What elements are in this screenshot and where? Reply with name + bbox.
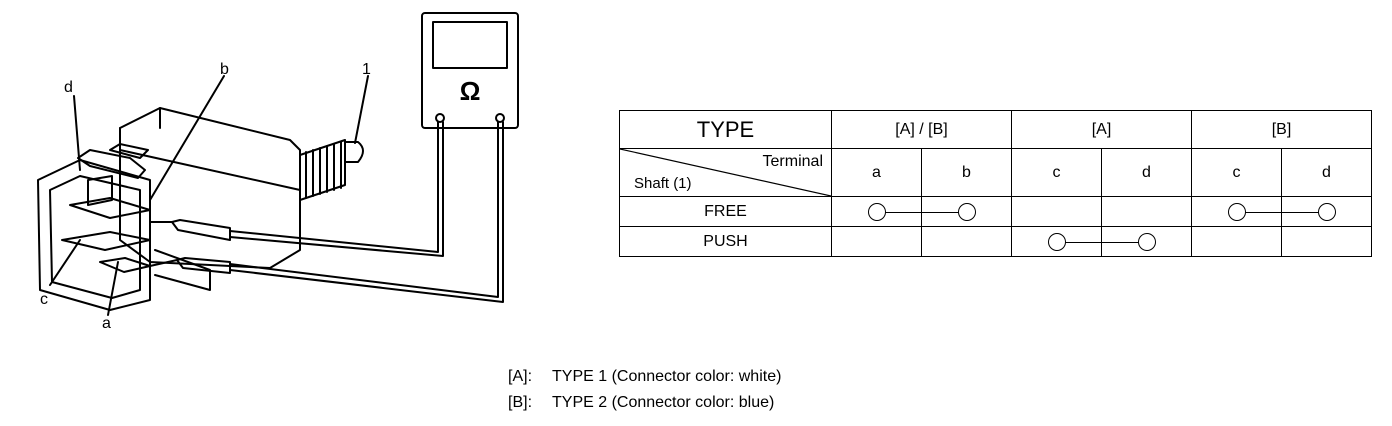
ohmmeter-body [421,12,519,129]
leader-d [73,95,81,171]
ohmmeter-display [432,21,508,69]
switch-housing [37,107,301,311]
legend-key-b: [B]: [508,394,533,411]
continuity-line [877,211,967,213]
group-header-ab: [A] / [B] [831,110,1012,149]
legend-item-a: [A]: TYPE 1 (Connector color: white) [508,364,781,390]
group-header-b: [B] [1191,110,1372,149]
cell [1101,196,1192,227]
continuity-line [1057,241,1147,243]
type-header: TYPE [619,110,832,149]
group-header-a: [A] [1011,110,1192,149]
label-b: b [220,61,229,78]
legend-text-b: TYPE 2 (Connector color: blue) [552,394,775,411]
leader-a [107,261,119,316]
legend: [A]: TYPE 1 (Connector color: white) [B]:… [508,364,781,416]
probe-lead-lower [229,121,504,303]
ohmmeter-terminal-left [435,113,445,123]
terminal-c-a: c [1011,148,1102,197]
terminal-d-a: d [1101,148,1192,197]
terminal-label: Terminal [762,153,823,170]
continuity-dot [958,202,976,221]
terminal-row: Terminal Shaft (1) a b c d c d [619,148,1372,197]
state-push: PUSH [619,226,1156,257]
terminal-b: b [921,148,1012,197]
probe-upper [149,219,231,241]
continuity-dot [1048,232,1066,251]
terminal-c-b: c [1191,148,1282,197]
terminal-a: a [831,148,922,197]
row-push: PUSH [619,226,1372,257]
ohmmeter-terminal-right [495,113,505,123]
row-free: FREE [619,196,1372,227]
continuity-dot [1228,202,1246,221]
ohmmeter [421,12,519,129]
diagonal-divider [620,149,831,196]
leader-c [49,239,81,286]
cell [921,226,1012,257]
leader-b [149,75,225,201]
continuity-table: TYPE [A] / [B] [A] [B] Terminal Shaft (1… [619,110,1372,257]
state-free: FREE [619,196,1336,227]
leader-one [354,75,369,144]
cell [1191,226,1282,257]
switch-ohmmeter-illustration: d b 1 c a Ω [37,12,519,332]
continuity-line [1237,211,1327,213]
continuity-dot [1318,202,1336,221]
shaft-terminal-cell: Terminal Shaft (1) [619,148,832,197]
label-c: c [40,291,48,308]
table-header-row: TYPE [A] / [B] [A] [B] [619,110,1372,149]
shaft-label: Shaft (1) [634,175,692,192]
label-d: d [64,79,73,96]
legend-item-b: [B]: TYPE 2 (Connector color: blue) [508,390,781,416]
switch-shaft [299,139,364,201]
ohm-symbol: Ω [460,76,481,106]
legend-key-a: [A]: [508,368,533,385]
label-a: a [102,315,111,332]
continuity-dot [868,202,886,221]
continuity-dot [1138,232,1156,251]
terminal-d-b: d [1281,148,1372,197]
cell [1011,196,1102,227]
cell [831,226,922,257]
legend-text-a: TYPE 1 (Connector color: white) [552,368,782,385]
label-1: 1 [362,61,371,78]
cell [1281,226,1372,257]
